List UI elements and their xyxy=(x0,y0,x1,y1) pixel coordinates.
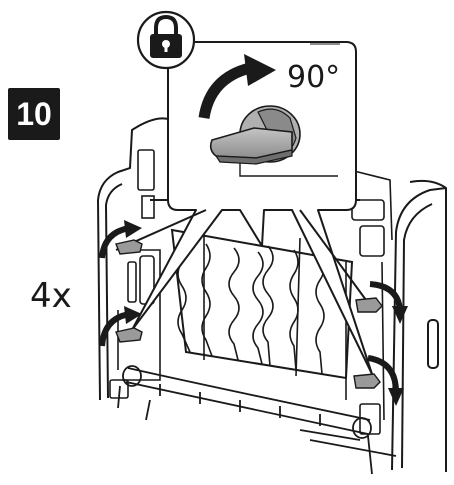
bottom-roller xyxy=(117,365,397,475)
latch-clip-bottom-right xyxy=(353,355,404,406)
quantity-label: 4x xyxy=(30,276,72,316)
step-number-badge: 10 xyxy=(8,88,60,140)
rotate-arrow-icon xyxy=(198,54,276,120)
rotation-angle-label: 90° xyxy=(287,60,341,95)
large-latch-knob xyxy=(209,105,301,165)
lock-icon xyxy=(136,10,196,70)
latch-clip-top-left xyxy=(99,220,143,259)
latch-clip-bottom-left xyxy=(99,306,143,347)
latch-clip-top-right xyxy=(355,281,408,324)
